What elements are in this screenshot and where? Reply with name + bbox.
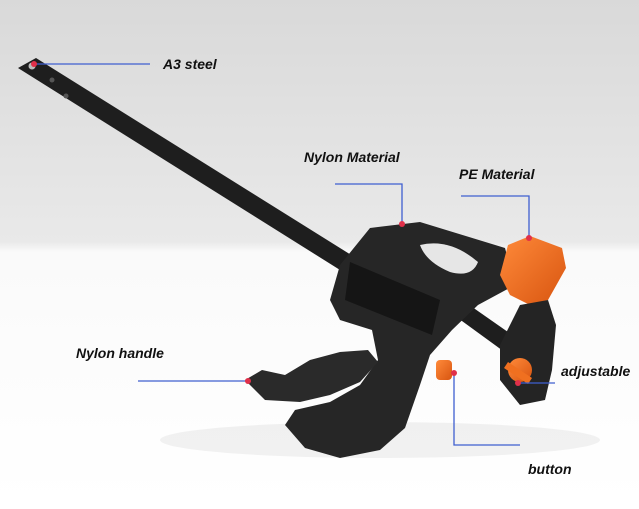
roller xyxy=(345,262,440,335)
label-adjustable: adjustable xyxy=(561,363,631,379)
leader-pe xyxy=(461,195,530,238)
leader-lines xyxy=(34,63,555,446)
marker-dot xyxy=(526,235,532,241)
label-pe-material: PE Material xyxy=(459,166,535,182)
adjustable-knob-wing xyxy=(504,362,532,384)
pe-pad xyxy=(500,236,566,305)
marker-dot xyxy=(31,61,37,67)
marker-dot xyxy=(515,380,521,386)
leader-button xyxy=(453,373,520,446)
label-nylon-material: Nylon Material xyxy=(304,149,400,165)
steel-bar xyxy=(18,58,372,280)
markers xyxy=(31,61,532,386)
label-button: button xyxy=(528,461,572,477)
bar-hole xyxy=(63,93,69,99)
clamp-body xyxy=(285,222,515,458)
leader-nylon-material xyxy=(335,183,403,224)
body-cutout xyxy=(420,243,478,274)
marker-dot xyxy=(245,378,251,384)
label-nylon-handle: Nylon handle xyxy=(76,345,164,361)
nylon-handle-shape xyxy=(245,350,378,402)
label-a3-steel: A3 steel xyxy=(163,56,217,72)
bar-hole xyxy=(49,77,55,83)
marker-dot xyxy=(451,370,457,376)
release-button xyxy=(436,360,452,380)
marker-dot xyxy=(399,221,405,227)
